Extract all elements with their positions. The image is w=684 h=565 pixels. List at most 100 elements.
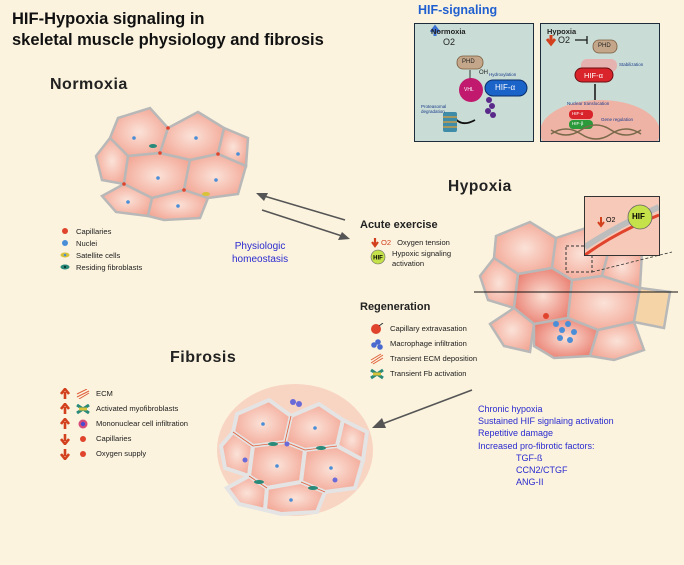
hypoxia-o2: O2 <box>558 35 571 45</box>
oxygen-down-icon <box>545 35 557 47</box>
legend-satellite-cells: Satellite cells <box>60 249 142 261</box>
nuclear-translocation-label: Nuclear translocation <box>567 101 610 106</box>
svg-text:HIF: HIF <box>373 256 383 262</box>
hypoxia-phd-shape <box>592 39 618 54</box>
zoom-box <box>565 245 593 273</box>
normoxia-label: Normoxia <box>50 76 128 93</box>
chronic-arrow <box>372 389 473 428</box>
capillary-dots <box>122 126 220 192</box>
mononuclear-cell-icon <box>78 419 88 428</box>
normoxia-panel-label: Normoxia <box>431 27 466 36</box>
satellite-cell-shape <box>202 192 210 196</box>
up-arrow-icon <box>60 417 70 429</box>
normoxia-legend: Capillaries Nuclei Satellite cells Resid… <box>60 225 142 273</box>
fibrosis-muscle-cross-section <box>217 384 373 517</box>
normoxia-hif-alpha: HIF-α <box>495 83 516 92</box>
gene-regulation-label: Gene regulation <box>601 117 634 122</box>
normoxia-oh: OH <box>479 70 488 76</box>
chronic-list: Chronic hypoxia Sustained HIF signlaing … <box>478 403 614 488</box>
legend-nuclei: Nuclei <box>60 237 142 249</box>
regen-item-macrophage: Macrophage infiltration <box>370 336 477 351</box>
chronic-line: Repetitive damage <box>478 428 554 439</box>
down-arrow-icon <box>60 433 70 445</box>
fibrosis-legend: ECM Activated myofibroblasts Mononuclear… <box>60 386 188 461</box>
chronic-line: Chronic hypoxia <box>478 404 543 414</box>
regen-item-ecm: Transient ECM deposition <box>370 351 477 366</box>
myofibroblast-shapes <box>254 442 326 490</box>
acute-item-oxygen: O2 Oxygen tension <box>370 236 451 249</box>
dna-strand-icon <box>550 128 642 140</box>
hypoxia-hif-alpha-shape <box>574 67 614 83</box>
normoxia-panel: Normoxia O2 PHD OH Hydroxylation HIF-α V… <box>414 23 534 142</box>
zoom-hif-label: HIF <box>632 212 645 221</box>
up-arrow-icon <box>60 402 70 414</box>
proteasomal-label: Proteasomal degradation <box>421 104 447 114</box>
nucleus-shape <box>541 100 659 141</box>
hypoxia-muscle-cross-section <box>474 199 678 362</box>
fibrosis-nuclei <box>261 422 333 502</box>
fibrosis-item-ecm: ECM <box>60 386 188 401</box>
macrophage-cluster <box>553 321 577 343</box>
factor-item: TGF-ß <box>516 452 543 463</box>
legend-residing-fibroblasts: Residing fibroblasts <box>60 261 142 273</box>
fibrosis-item-oxygen: Oxygen supply <box>60 446 188 461</box>
homeostasis-label: Physiologic homeostasis <box>232 241 289 265</box>
fibroblast-icon <box>60 264 70 270</box>
acute-exercise-list: O2 Oxygen tension HIF Hypoxic signaling … <box>370 236 451 275</box>
fibrosis-item-capillaries: Capillaries <box>60 431 188 446</box>
ecm-icon <box>76 388 90 399</box>
hif-beta-small-label: HIF-β <box>572 121 584 126</box>
fibrosis-label: Fibrosis <box>170 349 237 366</box>
zoom-inset-graphic <box>585 204 659 255</box>
hypoxia-hif-alpha: HIF-α <box>584 71 603 80</box>
factor-item: ANG-II <box>516 477 544 488</box>
normoxia-phd: PHD <box>462 59 475 65</box>
fibrosis-item-myofibroblasts: Activated myofibroblasts <box>60 401 188 416</box>
hypoxia-panel: Hypoxia O2 PHD Stabilization HIF-α Nucle… <box>540 23 660 142</box>
zoom-o2-label: O2 <box>606 217 616 224</box>
normoxia-panel-graphic <box>429 24 528 132</box>
regen-item-capillary: Capillary extravasation <box>370 321 477 336</box>
mononuclear-cells <box>242 399 338 483</box>
macrophage-icon <box>371 338 383 350</box>
hypoxia-panel-graphic <box>541 35 659 141</box>
myofibroblast-icon <box>76 403 90 414</box>
fibrosis-item-mononuclear: Mononuclear cell infiltration <box>60 416 188 431</box>
hif-signaling-heading: HIF-signaling <box>418 3 498 17</box>
normoxia-o2: O2 <box>443 37 456 47</box>
ubiquitin-chain-icon <box>485 97 496 118</box>
hif-alpha-small-shape <box>569 110 593 119</box>
chronic-line: Increased pro-fibrotic factors: <box>478 440 595 451</box>
regeneration-list: Capillary extravasation Macrophage infil… <box>370 321 477 381</box>
oxygen-icon <box>80 450 86 457</box>
acute-exercise-heading: Acute exercise <box>360 219 438 231</box>
hif-circle-icon <box>627 204 653 230</box>
capillary-icon <box>80 435 86 442</box>
regen-item-fb: Transient Fb activation <box>370 366 477 381</box>
factor-item: CCN2/CTGF <box>516 465 568 476</box>
regeneration-heading: Regeneration <box>360 301 431 313</box>
ecm-deposition-icon <box>370 353 384 364</box>
hif-icon: HIF <box>370 249 386 265</box>
phd-shape <box>456 55 484 70</box>
zoom-oxygen-down-icon <box>597 217 605 228</box>
chronic-line: Sustained HIF signlaing activation <box>478 416 614 427</box>
down-arrow-icon <box>60 448 70 460</box>
proteasome-icon <box>443 112 457 132</box>
vhl-shape <box>459 78 483 102</box>
up-arrow-icon <box>60 387 70 399</box>
vhl-label: VHL <box>464 87 474 93</box>
stabilization-label: Stabilization <box>619 62 644 67</box>
nuclei-dots <box>126 136 240 208</box>
acute-item-hif: HIF Hypoxic signaling activation <box>370 249 451 275</box>
hypoxia-phd: PHD <box>598 43 611 49</box>
hypoxia-label: Hypoxia <box>448 178 512 195</box>
zoom-inset: HIF O2 <box>584 196 660 256</box>
fibroblast-shape <box>149 144 157 148</box>
capillary-extravasation-shape <box>543 313 549 319</box>
legend-capillaries: Capillaries <box>60 225 142 237</box>
muscle-fibers <box>94 106 250 222</box>
satellite-cell-icon <box>60 252 70 258</box>
fb-activation-icon <box>370 368 384 379</box>
normoxia-muscle-cross-section <box>94 106 250 222</box>
